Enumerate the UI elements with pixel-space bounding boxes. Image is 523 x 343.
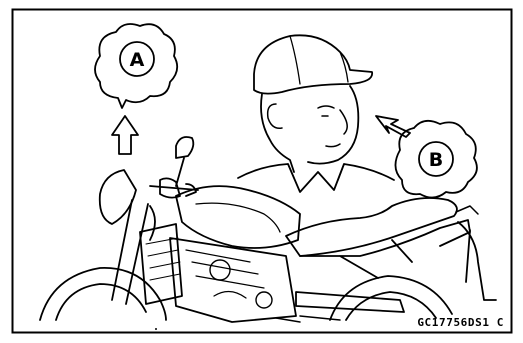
figure-frame xyxy=(13,10,512,333)
figure-code: GC17756DS1 C xyxy=(417,316,504,329)
callout-a-letter: A xyxy=(130,49,145,71)
bottom-mark xyxy=(155,328,157,330)
callout-b-letter: B xyxy=(429,149,443,171)
